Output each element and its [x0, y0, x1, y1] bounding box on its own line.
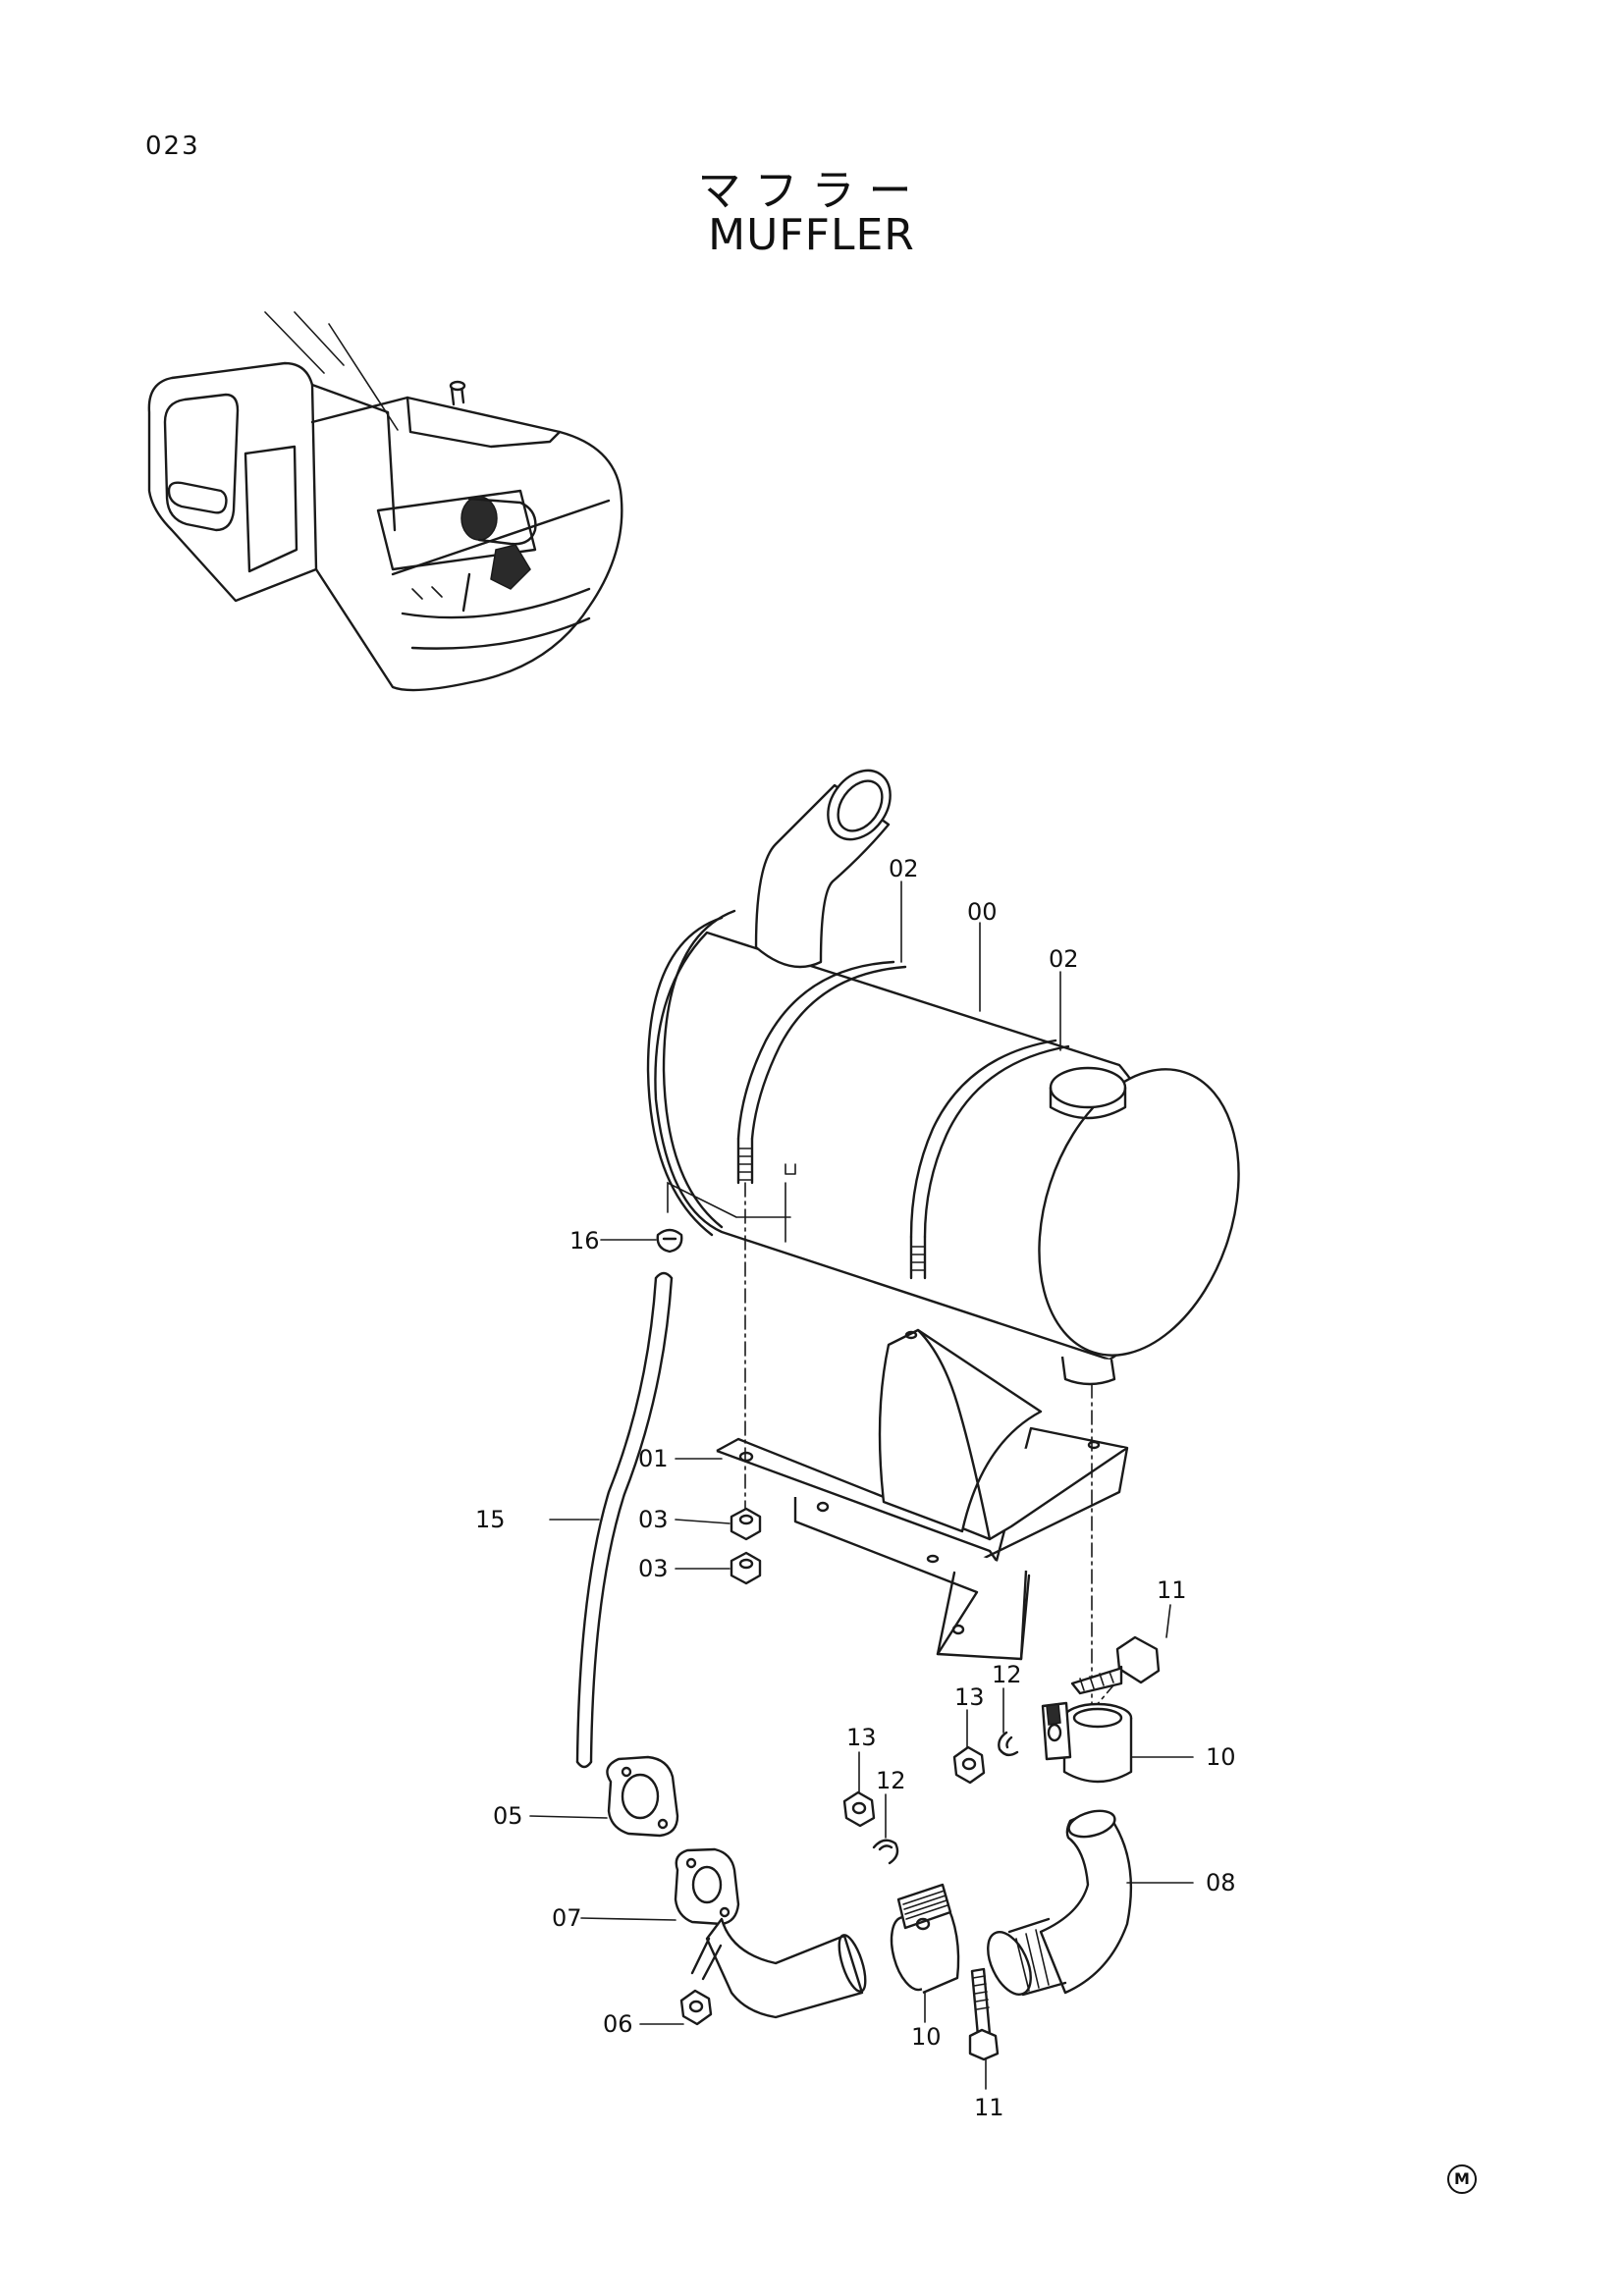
- callout-13-upper: 13: [954, 1683, 985, 1711]
- clamp-10-lower: [890, 1883, 960, 1995]
- muffler-saddle-bracket: [716, 1328, 1129, 1661]
- callout-16: 16: [569, 1227, 600, 1255]
- callout-11-upper: 11: [1157, 1576, 1187, 1604]
- callout-00: 00: [967, 898, 998, 926]
- page-number: 023: [145, 132, 200, 161]
- leader-lines: [529, 881, 1194, 2090]
- manufacturer-mark: M: [1447, 2164, 1477, 2194]
- callout-12-upper: 12: [992, 1661, 1022, 1688]
- callout-15: 15: [475, 1506, 506, 1533]
- callout-01: 01: [638, 1445, 669, 1472]
- nut-06: [679, 1989, 713, 2026]
- callout-03-lower: 03: [638, 1555, 669, 1582]
- callout-06: 06: [603, 2010, 633, 2038]
- nut-03-lower: [730, 1551, 762, 1585]
- exhaust-pipe-07: [674, 1847, 867, 2019]
- machine-location-inset: [147, 311, 623, 692]
- gasket-05: [606, 1755, 679, 1838]
- callout-03-upper: 03: [638, 1506, 669, 1533]
- nut-03-upper: [730, 1507, 762, 1541]
- nut-13-upper: [952, 1745, 986, 1785]
- callout-13-lower: 13: [846, 1724, 877, 1751]
- muffler-body: [646, 769, 1240, 1386]
- drain-hose-15: [575, 1271, 674, 1769]
- callout-05: 05: [493, 1802, 523, 1830]
- callout-labels: 02 00 02 16 01 03 03 15 11 12 13 10 13 1…: [475, 855, 1236, 2121]
- title-english: MUFFLER: [708, 210, 915, 260]
- callout-08: 08: [1206, 1869, 1236, 1896]
- washer-12-lower: [872, 1839, 899, 1865]
- callout-10-upper: 10: [1206, 1743, 1236, 1771]
- callout-12-lower: 12: [876, 1767, 906, 1794]
- elbow-pipe-08: [987, 1809, 1133, 1997]
- bolt-11-lower: [968, 1967, 1000, 2061]
- callout-02-left: 02: [889, 855, 919, 882]
- nut-13-lower: [842, 1790, 876, 1828]
- washer-12-upper: [998, 1731, 1019, 1757]
- bolt-11-upper: [1070, 1635, 1161, 1695]
- callout-11-lower: 11: [974, 2094, 1004, 2121]
- clamp-10-upper: [1041, 1701, 1133, 1784]
- callout-10-lower: 10: [911, 2023, 942, 2051]
- callout-07: 07: [552, 1904, 582, 1932]
- callout-02-right: 02: [1049, 945, 1079, 973]
- title-japanese: マフラー: [697, 166, 926, 216]
- hose-clip-16: [656, 1228, 683, 1254]
